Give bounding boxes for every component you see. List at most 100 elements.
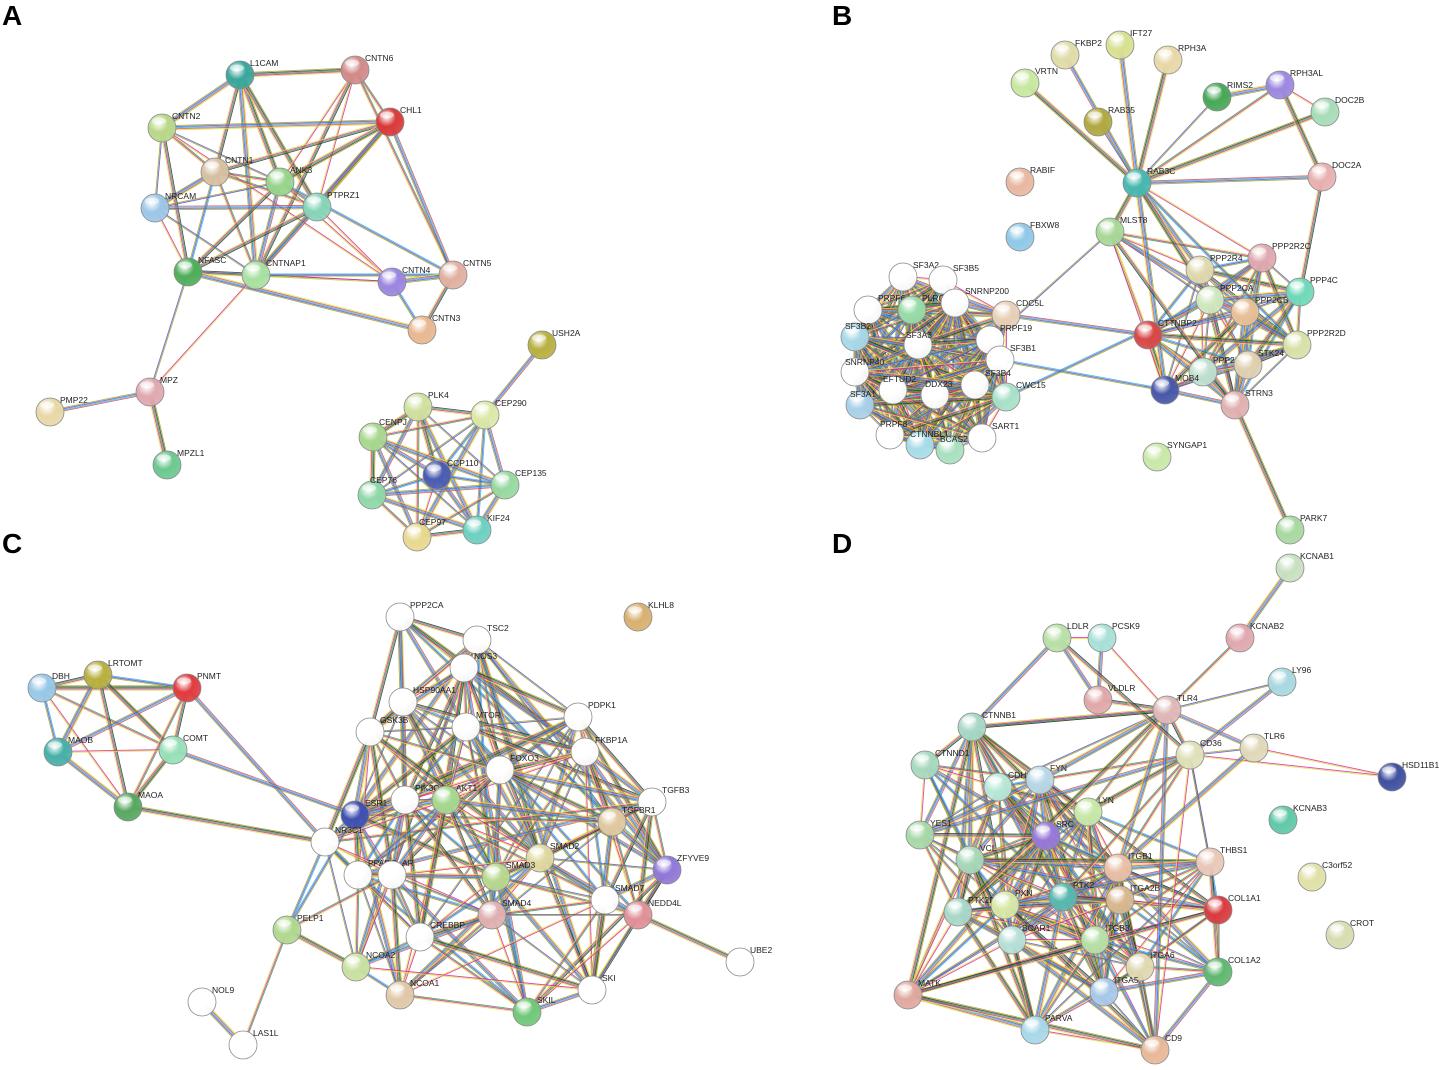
node-syngap1[interactable]: SYNGAP1 bbox=[1142, 440, 1207, 472]
edge-line bbox=[1253, 748, 1392, 778]
node-fyn[interactable]: FYN bbox=[1025, 763, 1067, 795]
node-itga5[interactable]: ITGA5 bbox=[1089, 975, 1139, 1007]
node-bcas2[interactable]: BCAS2 bbox=[935, 434, 968, 465]
node-ldlr[interactable]: LDLR bbox=[1042, 621, 1089, 653]
edge-line bbox=[859, 384, 975, 405]
node-highlight bbox=[270, 171, 284, 179]
edge-line bbox=[187, 272, 422, 332]
node-rph3a[interactable]: RPH3A bbox=[1153, 43, 1207, 75]
node-lrtomt[interactable]: LRTOMT bbox=[83, 658, 143, 690]
node-crot[interactable]: CROT bbox=[1325, 918, 1374, 950]
node-cep135[interactable]: CEP135 bbox=[490, 468, 547, 500]
node-prpf8[interactable]: PRPF8 bbox=[875, 419, 908, 450]
node-park7[interactable]: PARK7 bbox=[1275, 513, 1328, 545]
edge-line bbox=[173, 749, 356, 815]
node-highlight bbox=[1207, 86, 1221, 94]
node-ly96[interactable]: LY96 bbox=[1267, 665, 1311, 697]
node-ppp2r2c[interactable]: PPP2R2C bbox=[1247, 241, 1311, 273]
node-mpzl1[interactable]: MPZL1 bbox=[152, 448, 205, 480]
edge-ppp2r2c-rab3c bbox=[1136, 182, 1263, 259]
edge-line bbox=[1138, 182, 1168, 390]
node-mpz[interactable]: MPZ bbox=[135, 375, 178, 407]
node-pnmt[interactable]: PNMT bbox=[172, 671, 221, 703]
node-chl1[interactable]: CHL1 bbox=[375, 105, 422, 137]
node-kcnab2[interactable]: KCNAB2 bbox=[1225, 621, 1284, 653]
edge-line bbox=[1245, 290, 1299, 364]
edge-line bbox=[1202, 291, 1301, 373]
edge-line bbox=[1209, 290, 1300, 300]
node-tlr6[interactable]: TLR6 bbox=[1239, 731, 1285, 763]
node-pmp22[interactable]: PMP22 bbox=[35, 395, 88, 427]
node-ppp4c[interactable]: PPP4C bbox=[1285, 275, 1338, 307]
node-sart1[interactable]: SART1 bbox=[967, 421, 1020, 453]
node-nol9[interactable]: NOL9 bbox=[187, 985, 234, 1017]
node-ptprz1[interactable]: PTPRZ1 bbox=[302, 190, 360, 222]
node-col1a1[interactable]: COL1A1 bbox=[1203, 893, 1261, 925]
edge-line bbox=[237, 75, 279, 183]
node-kcnab1[interactable]: KCNAB1 bbox=[1275, 551, 1334, 583]
node-label: COL1A2 bbox=[1228, 955, 1261, 965]
node-zfyve9[interactable]: ZFYVE9 bbox=[652, 853, 709, 885]
edge-line bbox=[372, 485, 506, 496]
node-cd36[interactable]: CD36 bbox=[1175, 738, 1222, 770]
node-maoa[interactable]: MAOA bbox=[113, 790, 163, 822]
node-label: CNTN5 bbox=[463, 258, 492, 268]
node-cep290[interactable]: CEP290 bbox=[470, 398, 527, 430]
node-c3orf52[interactable]: C3orf52 bbox=[1297, 860, 1353, 892]
node-fbxw8[interactable]: FBXW8 bbox=[1005, 220, 1060, 252]
node-ppp2r2d[interactable]: PPP2R2D bbox=[1282, 328, 1346, 360]
node-label: USH2A bbox=[552, 328, 581, 338]
node-pelp1[interactable]: PELP1 bbox=[272, 913, 324, 945]
node-cntn5[interactable]: CNTN5 bbox=[438, 258, 492, 290]
node-doc2b[interactable]: DOC2B bbox=[1310, 95, 1365, 127]
node-highlight bbox=[1145, 1039, 1159, 1047]
node-ift27[interactable]: IFT27 bbox=[1105, 28, 1152, 60]
node-rabif[interactable]: RABIF bbox=[1005, 165, 1055, 197]
node-cntn6[interactable]: CNTN6 bbox=[340, 53, 394, 85]
node-tsc2[interactable]: TSC2 bbox=[462, 623, 509, 655]
node-cwc15[interactable]: CWC15 bbox=[991, 380, 1046, 412]
node-sf3a3[interactable]: SF3A3 bbox=[903, 330, 933, 360]
node-hsd11b1[interactable]: HSD11B1 bbox=[1377, 760, 1439, 792]
node-rims2[interactable]: RIMS2 bbox=[1202, 80, 1253, 112]
node-cntn3[interactable]: CNTN3 bbox=[407, 313, 461, 345]
node-pdpk1[interactable]: PDPK1 bbox=[563, 700, 616, 732]
node-highlight bbox=[1055, 44, 1069, 52]
node-ush2a[interactable]: USH2A bbox=[527, 328, 581, 360]
node-mob4[interactable]: MOB4 bbox=[1150, 373, 1199, 405]
node-fkbp2[interactable]: FKBP2 bbox=[1050, 38, 1102, 70]
node-klhl8[interactable]: KLHL8 bbox=[623, 600, 674, 632]
node-highlight bbox=[277, 919, 291, 927]
node-label: PCSK9 bbox=[1112, 621, 1140, 631]
node-label: SNRNP200 bbox=[965, 286, 1009, 296]
node-ski[interactable]: SKI bbox=[577, 973, 616, 1005]
node-label: NCOA1 bbox=[410, 978, 440, 988]
edge-line bbox=[1000, 358, 1166, 390]
node-strn3[interactable]: STRN3 bbox=[1220, 388, 1273, 420]
node-skil[interactable]: SKIL bbox=[512, 995, 556, 1027]
edge-line bbox=[854, 373, 982, 440]
node-label: CENPJ bbox=[379, 417, 407, 427]
edge-line bbox=[854, 371, 976, 386]
edge-line bbox=[1236, 403, 1293, 530]
node-doc2a[interactable]: DOC2A bbox=[1307, 160, 1362, 192]
node-ncoa1[interactable]: NCOA1 bbox=[385, 978, 440, 1010]
node-ube2[interactable]: UBE2 bbox=[725, 945, 772, 977]
edge-line bbox=[1147, 291, 1300, 335]
node-pcsk9[interactable]: PCSK9 bbox=[1087, 621, 1140, 653]
node-plk4[interactable]: PLK4 bbox=[403, 390, 449, 422]
node-las1l[interactable]: LAS1L bbox=[228, 1028, 279, 1060]
node-kif24[interactable]: KIF24 bbox=[462, 513, 510, 545]
node-highlight bbox=[1138, 324, 1152, 332]
edge-line bbox=[859, 404, 983, 439]
node-nfasc[interactable]: NFASC bbox=[173, 255, 226, 287]
node-tlr4[interactable]: TLR4 bbox=[1152, 693, 1198, 725]
edge-line bbox=[499, 769, 613, 823]
node-col1a2[interactable]: COL1A2 bbox=[1203, 955, 1261, 987]
node-itgb3[interactable]: ITGB3 bbox=[1080, 923, 1130, 955]
edge-line bbox=[372, 486, 506, 498]
node-kcnab3[interactable]: KCNAB3 bbox=[1268, 803, 1327, 835]
node-vrtn[interactable]: VRTN bbox=[1010, 66, 1058, 98]
node-thbs1[interactable]: THBS1 bbox=[1195, 845, 1248, 877]
edge-line bbox=[484, 344, 542, 415]
